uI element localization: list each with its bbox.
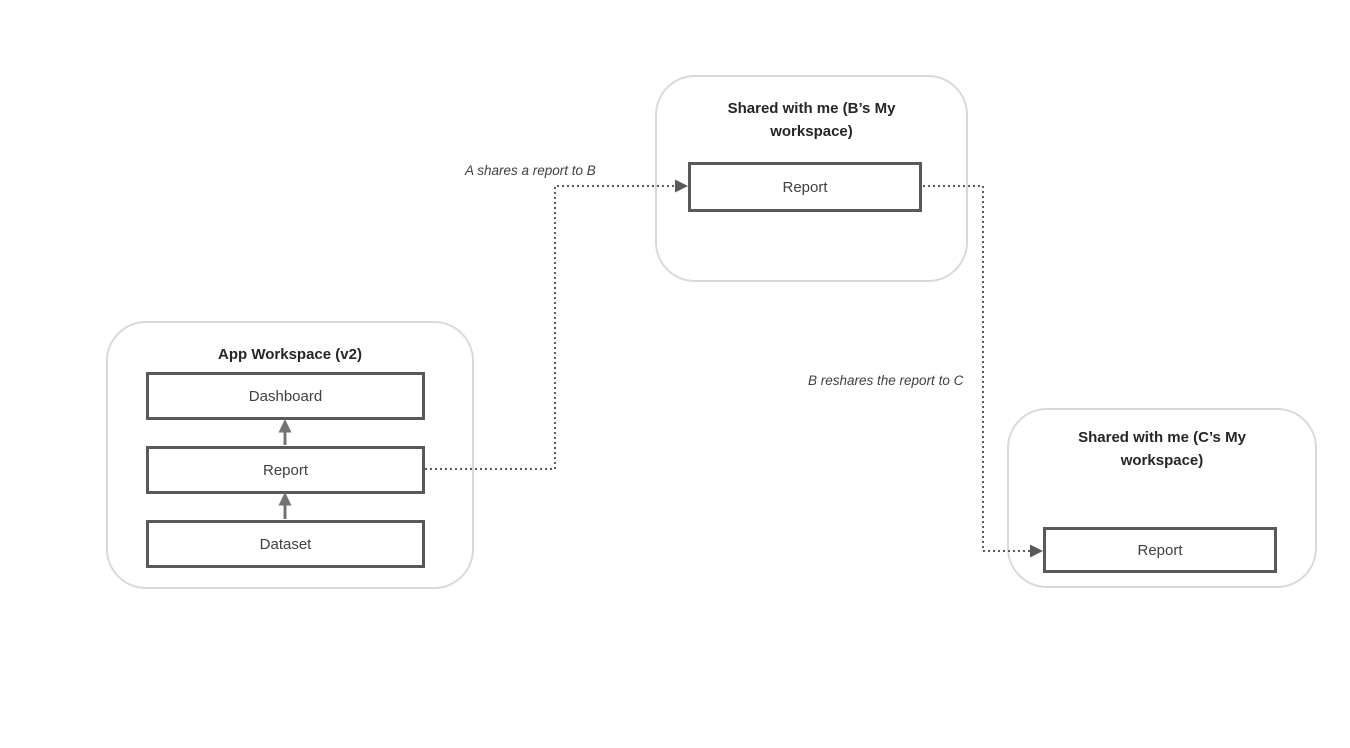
b-report-node: Report [688, 162, 922, 212]
app-report-node: Report [146, 446, 425, 494]
dataset-node: Dataset [146, 520, 425, 568]
app-workspace-title: App Workspace (v2) [218, 346, 362, 363]
dashboard-node: Dashboard [146, 372, 425, 420]
c-report-node-label: Report [1137, 541, 1183, 559]
b-report-node-label: Report [782, 178, 828, 196]
annotation-b-reshares-to-c: B reshares the report to C [808, 373, 964, 388]
b-shared-workspace-container: Shared with me (B’s My workspace) Report [655, 75, 968, 282]
c-shared-workspace-title: Shared with me (C’s My workspace) [1078, 429, 1246, 470]
c-report-node: Report [1043, 527, 1277, 573]
app-report-node-label: Report [262, 461, 309, 479]
annotation-a-shares-to-b: A shares a report to B [465, 163, 596, 178]
dashboard-node-label: Dashboard [248, 387, 323, 405]
dataset-node-label: Dataset [259, 535, 312, 553]
b-shared-workspace-title: Shared with me (B’s My workspace) [727, 100, 896, 141]
c-shared-workspace-container: Shared with me (C’s My workspace) Report [1007, 408, 1317, 588]
app-workspace-container: App Workspace (v2) Dashboard Report Data… [106, 321, 474, 589]
